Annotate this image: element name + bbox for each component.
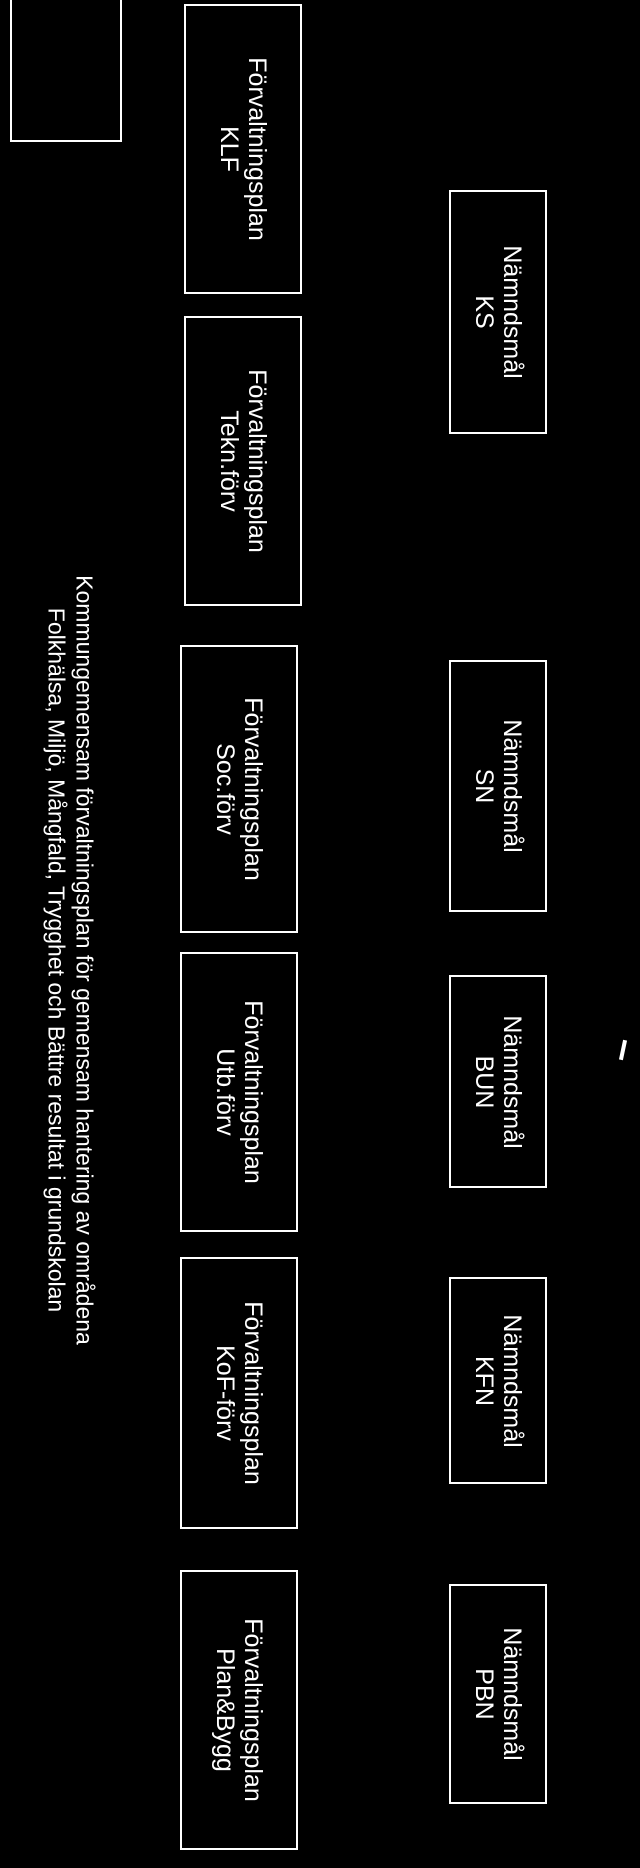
forvaltningsplan-planbygg-label: Förvaltningsplan Plan&Bygg: [211, 1618, 267, 1802]
forvaltningsplan-tekn-label: Förvaltningsplan Tekn.förv: [215, 369, 271, 553]
namndsmal-ks-label: Nämndsmål KS: [470, 245, 526, 379]
namndsmal-pbn-box: Nämndsmål PBN: [449, 1584, 547, 1804]
namndsmal-bun-label: Nämndsmål BUN: [470, 1014, 526, 1149]
namndsmal-ks-box: Nämndsmål KS: [449, 190, 547, 434]
partial-box: [10, 0, 122, 142]
namndsmal-bun-box: Nämndsmål BUN: [449, 975, 547, 1188]
forvaltningsplan-planbygg-box: Förvaltningsplan Plan&Bygg: [180, 1570, 298, 1850]
namndsmal-kfn-label: Nämndsmål KFN: [470, 1313, 526, 1448]
forvaltningsplan-soc-label: Förvaltningsplan Soc.förv: [211, 697, 267, 881]
forvaltningsplan-utb-label: Förvaltningsplan Utb.förv: [211, 1000, 267, 1184]
namndsmal-sn-label: Nämndsmål SN: [470, 719, 526, 853]
forvaltningsplan-kof-box: Förvaltningsplan KoF-förv: [180, 1257, 298, 1529]
namndsmal-sn-box: Nämndsmål SN: [449, 660, 547, 912]
namndsmal-pbn-label: Nämndsmål PBN: [470, 1627, 526, 1761]
stray-mark: [618, 1039, 628, 1061]
caption: Kommungemensam förvaltningsplan för geme…: [40, 180, 100, 1740]
namndsmal-kfn-box: Nämndsmål KFN: [449, 1277, 547, 1484]
forvaltningsplan-klf-label: Förvaltningsplan KLF: [215, 57, 271, 241]
forvaltningsplan-kof-label: Förvaltningsplan KoF-förv: [211, 1301, 267, 1485]
caption-text: Kommungemensam förvaltningsplan för geme…: [44, 575, 98, 1345]
forvaltningsplan-klf-box: Förvaltningsplan KLF: [184, 4, 302, 294]
forvaltningsplan-tekn-box: Förvaltningsplan Tekn.förv: [184, 316, 302, 606]
forvaltningsplan-soc-box: Förvaltningsplan Soc.förv: [180, 645, 298, 933]
forvaltningsplan-utb-box: Förvaltningsplan Utb.förv: [180, 952, 298, 1232]
